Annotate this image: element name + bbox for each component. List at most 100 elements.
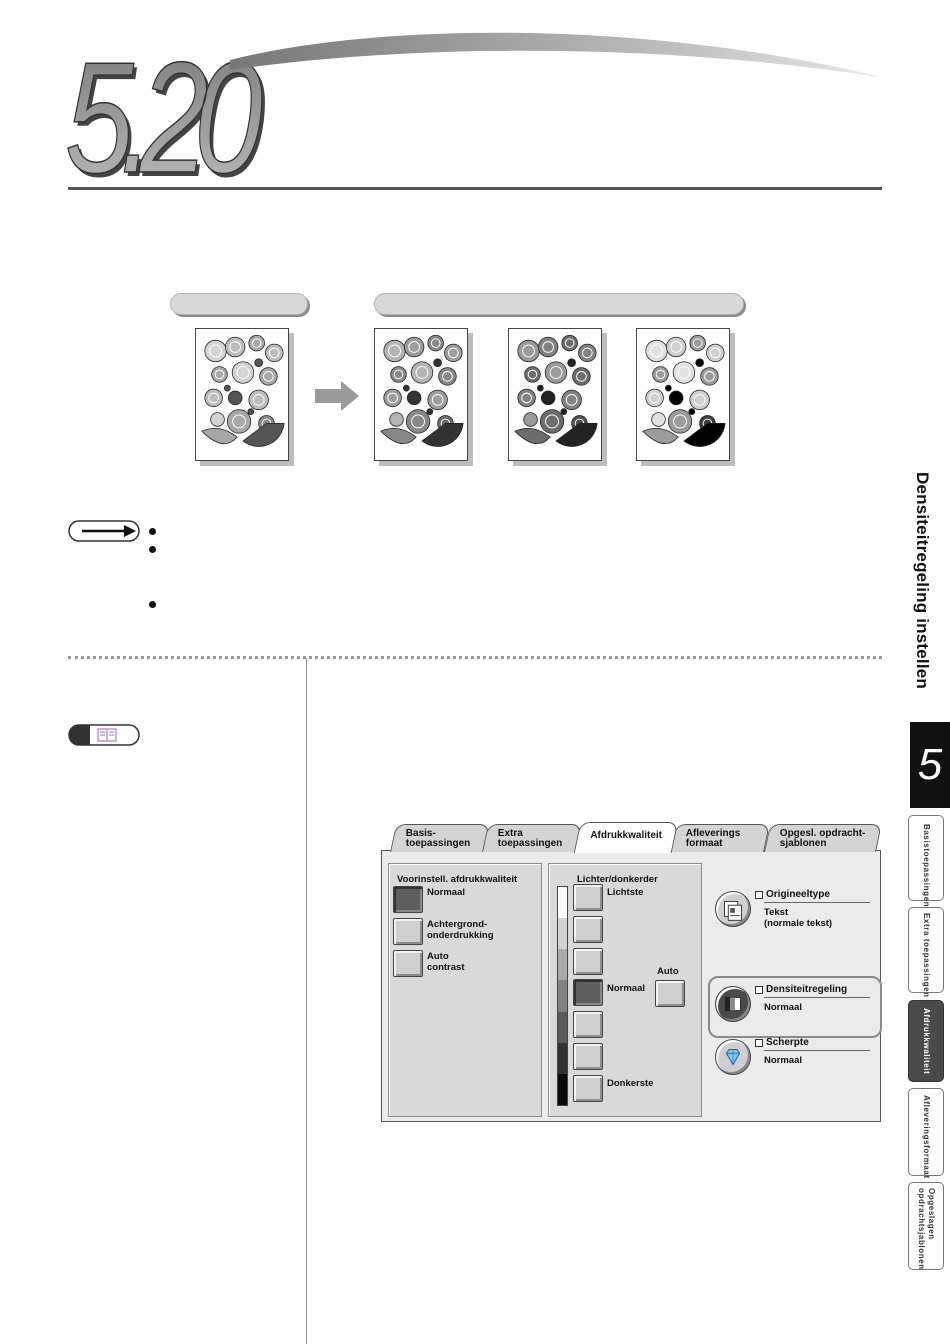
feature-origineeltype[interactable]: Origineeltype Tekst (normale tekst) [715,887,875,935]
fruit-shape [405,409,431,434]
tab-extra-toepassingen[interactable]: Extra toepassingen [482,824,582,852]
tab-afleveringsformaat[interactable]: Afleverings formaat [670,824,770,852]
fruit-shape [254,358,263,367]
leaf-shape [514,427,551,444]
auto-density-label: Auto [657,966,679,977]
fruit-ring [673,414,688,429]
note-bullet [149,528,156,535]
density-rule [764,997,870,998]
fruit-shape [706,343,725,363]
lightest-label: Lichtste [607,887,644,898]
index-tab-afdrukkwaliteit[interactable]: Afdrukkwaliteit [908,1000,944,1082]
fruit-ring [388,344,401,358]
normal-sheet [508,328,602,461]
original-type-icon [715,891,751,927]
fruit-ring [693,394,706,406]
note-bullet [149,601,156,608]
sharpness-value: Normaal [764,1055,803,1066]
preset-normaal-label: Normaal [427,887,466,898]
darkest-label: Donkerste [607,1078,654,1089]
header-rule [68,187,882,190]
density-checkbox[interactable] [755,986,763,994]
fruit-ring [704,371,715,382]
tab-content: Voorinstell. afdrukkwaliteit Normaal Ach… [381,850,882,1122]
chapter-side-title-text: Densiteitregeling instellen [913,472,932,690]
fruit-ring [393,369,404,380]
fruit-ring [542,341,555,353]
fruit-shape [427,334,444,352]
fruit-shape [403,336,425,358]
fruit-shape [247,408,255,415]
density-level-button[interactable] [573,1043,603,1070]
fruit-ring [649,392,660,404]
fruit-shape [695,358,704,367]
fruit-ring [527,369,538,380]
fruit-ring [521,392,532,404]
density-level-button[interactable] [573,915,603,943]
preset-auto-contrast-button[interactable] [393,950,423,977]
fruit-ring [214,369,225,380]
index-tab-extra-toepassingen[interactable]: Extra toepassingen [908,907,944,998]
density-level-button[interactable] [573,979,603,1007]
index-tab-opgeslagen-sjablonen[interactable]: Opgeslagen opdrachtsjablonen [908,1182,944,1270]
fruit-ring [232,414,247,429]
sharpness-checkbox[interactable] [755,1039,763,1047]
arrow-right-icon [315,381,359,411]
fruit-shape [572,367,591,386]
leaf-shape [642,427,679,444]
feature-densiteitregeling[interactable]: Densiteitregeling Normaal [715,982,875,1030]
fruit-ring [522,344,535,358]
fruit-ring [431,394,444,406]
fruit-ring [677,366,691,379]
fruit-ring [263,371,274,382]
density-scale-step [558,887,567,919]
fruit-shape [426,408,434,415]
lighter-darker-panel: Lichter/donkerder Lichtste Normaal Donke… [548,863,702,1117]
fruit-ring [442,371,453,382]
fruit-shape [265,343,284,363]
fruit-ring [692,338,703,348]
density-feature-highlight [708,976,882,1038]
density-level-button[interactable] [573,1074,603,1102]
original-type-value: Tekst [764,907,789,918]
auto-density-button[interactable] [655,980,685,1007]
tab-afdrukkwaliteit[interactable]: Afdrukkwaliteit [573,822,679,853]
fruit-ring [268,347,280,359]
fruit-ring [709,347,721,359]
preset-normaal-button[interactable] [393,886,423,913]
index-tab-afleveringsformaat[interactable]: Afleveringsformaat [908,1088,944,1179]
tab-basistoepassingen[interactable]: Basis- toepassingen [390,824,490,852]
fruit-shape [668,390,684,406]
feature-scherpte[interactable]: Scherpte Normaal [715,1035,875,1083]
original-type-title: Origineeltype [766,889,830,900]
original-type-checkbox[interactable] [755,891,763,899]
note-bullet [149,546,156,553]
density-scale-step [558,980,567,1012]
fruit-shape [406,390,422,406]
fruit-shape [561,334,578,352]
fruit-shape [248,334,265,352]
density-level-button[interactable] [573,1011,603,1039]
fruit-shape [544,361,568,384]
sharpness-rule [764,1050,870,1051]
fruit-shape [524,366,541,383]
normal-density-label: Normaal [607,983,646,994]
tab-opgesl-sjablonen[interactable]: Opgesl. opdracht- sjablonen [764,824,882,852]
fruit-shape [689,334,706,352]
fruit-ring [229,341,242,353]
fruit-ring [670,341,683,353]
preset-auto-label-2: contrast [427,962,465,973]
preset-achtergrond-button[interactable] [393,918,423,945]
density-level-button[interactable] [573,884,603,911]
fruit-ring [387,392,398,404]
sharpness-diamond-icon [715,1039,751,1075]
fruit-shape [700,367,719,386]
fruit-ring [650,344,663,358]
fruit-ring [581,347,593,359]
fruit-ring [411,414,426,429]
fruit-shape [433,358,442,367]
fruit-shape [410,361,434,384]
index-tab-basistoepassingen[interactable]: Basistoepassingen [908,815,944,907]
density-level-button[interactable] [573,947,603,975]
density-title: Densiteitregeling [766,984,848,995]
